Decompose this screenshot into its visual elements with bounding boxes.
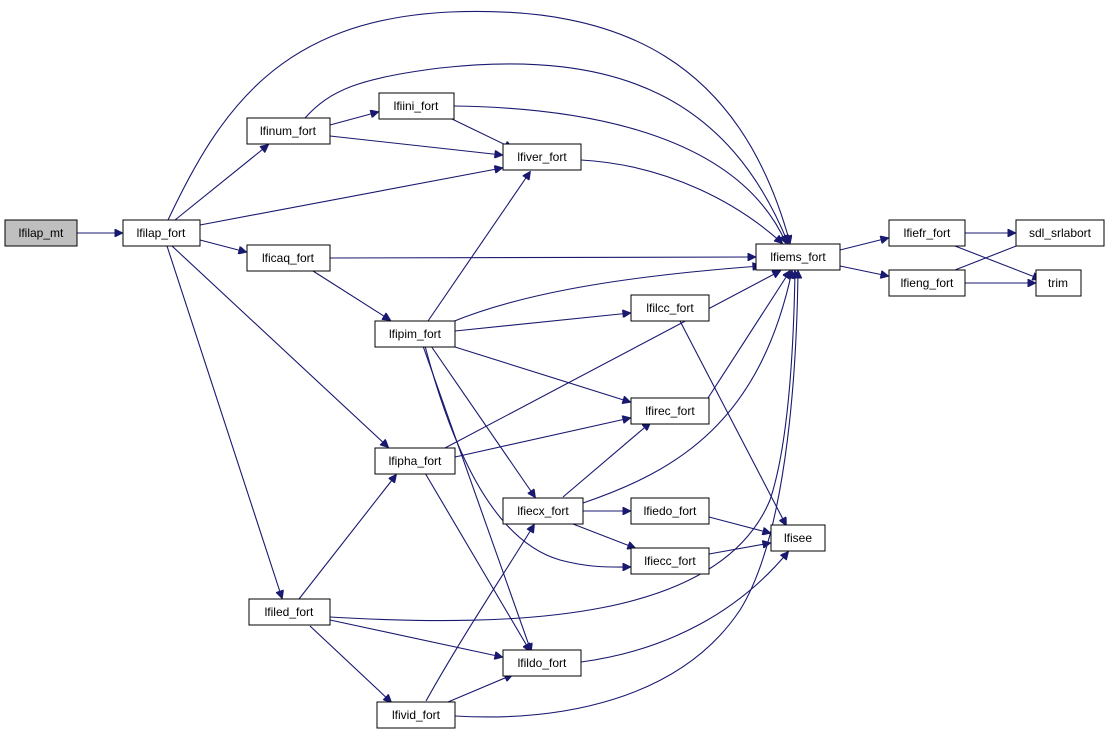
node-lfiini_fort[interactable]: lfiini_fort (378, 92, 455, 120)
node-label: lfiver_fort (517, 150, 567, 164)
node-lfiver_fort[interactable]: lfiver_fort (502, 143, 582, 171)
edge-lfiedo_fort-lfisee (708, 516, 770, 533)
node-sdl_srlabort[interactable]: sdl_srlabort (1015, 219, 1105, 247)
node-lfipha_fort[interactable]: lfipha_fort (374, 447, 456, 475)
edge-lfipim_fort-lfiecx_fort (430, 345, 535, 497)
nodes: lfilap_mt lfilap_fort lfinum_fort lfiini… (4, 92, 1105, 729)
node-lfipim_fort[interactable]: lfipim_fort (374, 320, 456, 348)
node-lfiled_fort[interactable]: lfiled_fort (248, 598, 331, 626)
node-label: lfilcc_fort (646, 301, 694, 315)
edge-lfipim_fort-lfiecc_fort (424, 345, 630, 567)
node-label: lfipim_fort (389, 327, 442, 341)
edge-lfilap_fort-lfiled_fort (166, 245, 282, 598)
node-lfinum_fort[interactable]: lfinum_fort (246, 117, 331, 145)
edge-lfipha_fort-lfirec_fort (454, 418, 630, 458)
edge-lfipim_fort-lfirec_fort (454, 346, 630, 402)
node-label: lfiefr_fort (904, 226, 951, 240)
edge-lfivid_fort-lfildo_fort (447, 675, 512, 703)
edge-lfiini_fort-lfiver_fort (451, 118, 512, 148)
edge-lficaq_fort-lfipim_fort (312, 270, 390, 320)
node-lfisee[interactable]: lfisee (770, 524, 826, 552)
node-lfieng_fort[interactable]: lfieng_fort (888, 269, 966, 297)
edge-lfiecc_fort-lfisee (708, 543, 770, 555)
node-lfiedo_fort[interactable]: lfiedo_fort (630, 497, 710, 525)
node-lfiefr_fort[interactable]: lfiefr_fort (888, 219, 966, 247)
node-lfildo_fort[interactable]: lfildo_fort (502, 649, 582, 677)
node-label: lfirec_fort (645, 404, 695, 418)
edge-lfipha_fort-lfildo_fort (424, 472, 530, 651)
node-lfiecc_fort[interactable]: lfiecc_fort (630, 547, 710, 575)
edge-lfilcc_fort-lfisee (679, 320, 786, 525)
edge-lfiecx_fort-lfiems_fort (582, 271, 792, 504)
node-label: lficaq_fort (262, 251, 315, 265)
edge-lfilap_fort-lfiems_fort (167, 10, 790, 243)
node-label: trim (1048, 276, 1068, 290)
edge-lfinum_fort-lfiems_fort (304, 63, 788, 243)
node-label: lfiini_fort (394, 99, 439, 113)
node-label: lfildo_fort (518, 656, 567, 670)
edge-lfiecx_fort-lfirec_fort (562, 423, 650, 498)
node-lfilap_fort[interactable]: lfilap_fort (122, 219, 201, 247)
node-lfiems_fort[interactable]: lfiems_fort (755, 243, 841, 271)
edge-lfivid_fort-lfiems_fort (454, 271, 798, 718)
edge-lfiled_fort-lfiems_fort (329, 271, 795, 622)
node-label: lfiecc_fort (644, 554, 696, 568)
edge-lfiled_fort-lfildo_fort (329, 619, 502, 657)
edge-lfiefr_fort-trim (954, 245, 1040, 279)
node-label: lfipha_fort (389, 454, 442, 468)
edge-lfipim_fort-lfildo_fort (422, 345, 531, 651)
edge-lfipim_fort-lfilcc_fort (454, 313, 630, 332)
edges (77, 10, 1040, 718)
edge-lfiled_fort-lfivid_fort (309, 625, 391, 702)
node-label: lfiedo_fort (644, 504, 697, 518)
edge-lfinum_fort-lfiini_fort (329, 112, 378, 126)
node-trim[interactable]: trim (1035, 269, 1082, 297)
edge-lfivid_fort-lfiecx_fort (425, 525, 534, 702)
edge-lfildo_fort-lfisee (580, 552, 788, 663)
node-label: lfivid_fort (392, 708, 441, 722)
edge-lfiems_fort-lfiefr_fort (839, 238, 888, 251)
node-lfilap_mt[interactable]: lfilap_mt (4, 219, 78, 247)
node-label: lfilap_mt (19, 226, 64, 240)
edge-lfiecx_fort-lfiecc_fort (572, 523, 635, 548)
node-label: sdl_srlabort (1029, 226, 1092, 240)
edge-lfipim_fort-lfiver_fort (427, 172, 530, 322)
edge-lfiled_fort-lfipha_fort (298, 475, 396, 600)
edge-lfiems_fort-lfieng_fort (839, 265, 888, 276)
node-lfirec_fort[interactable]: lfirec_fort (630, 397, 710, 425)
node-lficaq_fort[interactable]: lficaq_fort (246, 244, 331, 272)
edge-lfilap_fort-lfinum_fort (174, 145, 268, 221)
edge-lfilap_fort-lficaq_fort (199, 239, 246, 252)
node-label: lfiecx_fort (517, 504, 569, 518)
edge-lfilap_fort-lfiver_fort (199, 168, 502, 226)
edge-lfipha_fort-lfiems_fort (444, 271, 780, 449)
edge-lfilap_fort-lfipha_fort (171, 245, 388, 447)
edge-lficaq_fort-lfiems_fort (329, 257, 755, 258)
node-lfiecx_fort[interactable]: lfiecx_fort (502, 497, 584, 525)
node-label: lfieng_fort (901, 276, 954, 290)
edge-lfiini_fort-lfiems_fort (453, 105, 786, 243)
node-label: lfiled_fort (265, 605, 314, 619)
edge-lfiver_fort-lfiems_fort (580, 159, 782, 243)
node-label: lfiems_fort (770, 250, 826, 264)
edge-lfipim_fort-lfiems_fort (451, 266, 760, 323)
node-label: lfilap_fort (137, 226, 186, 240)
node-lfivid_fort[interactable]: lfivid_fort (376, 701, 456, 729)
edge-lfinum_fort-lfiver_fort (329, 135, 502, 155)
edge-lfirec_fort-lfiems_fort (707, 271, 790, 399)
node-label: lfinum_fort (260, 124, 317, 138)
node-label: lfisee (784, 531, 812, 545)
node-lfilcc_fort[interactable]: lfilcc_fort (630, 294, 710, 322)
